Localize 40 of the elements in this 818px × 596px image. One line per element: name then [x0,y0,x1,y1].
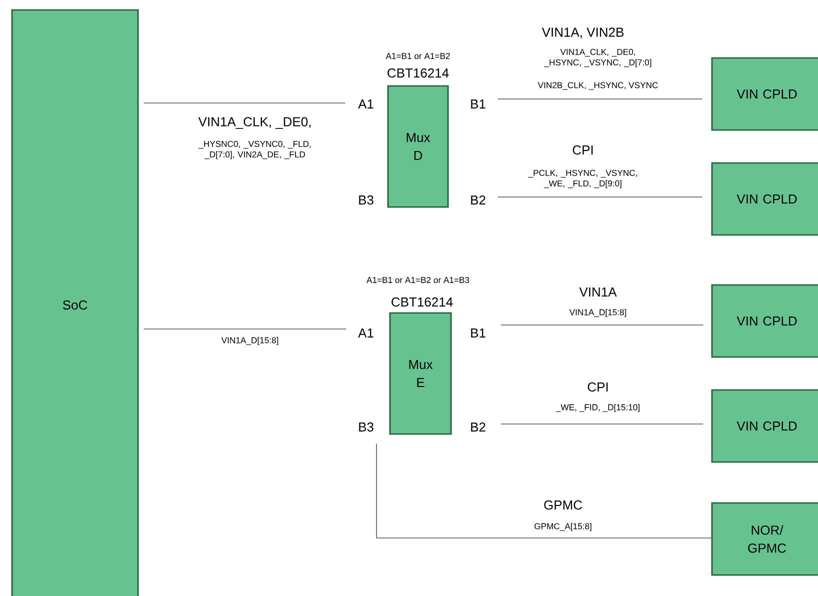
part-number: CBT16214 [392,297,453,307]
signal-list: GPMC_A[15:8] [534,523,592,531]
edge-label: VIN1A_CLK, _DE0, [198,117,311,129]
device-box: VIN CPLD [711,284,818,358]
signal-list: _PCLK, _HSYNC, _VSYNC, _WE, _FLD, _D[9:0] [528,170,637,188]
connection-line [497,98,703,100]
pin-label: B2 [471,422,486,432]
device-box: VIN CPLD [711,162,818,236]
mux-box: Mux E [389,312,452,435]
edge-label: VIN1A, VIN2B [542,28,624,38]
device-box: NOR/ GPMC [711,502,818,576]
edge-label: VIN1A [579,288,617,296]
pin-label: B2 [471,195,486,205]
connection-line [143,328,347,330]
pin-label: A1 [358,100,374,108]
pin-label: A1 [358,328,374,338]
signal-list: VIN2B_CLK, _HSYNC, VSYNC [538,82,658,90]
device-box: VIN CPLD [711,389,818,463]
signal-list: VIN1A_D[15:8] [569,309,626,317]
mux-box: Mux D [387,85,449,208]
edge-label: CPI [572,145,593,155]
switch-condition: A1=B1 or A1=B2 [386,52,450,60]
pin-label: B1 [471,328,486,338]
soc-box: SoC [11,9,139,596]
pin-label: B3 [359,195,374,205]
signal-list: _WE, _FID, _D[15:10] [556,404,640,412]
switch-condition: A1=B1 or A1=B2 or A1=B3 [366,276,470,284]
signal-list: VIN1A_CLK, _DE0, _HSYNC, _VSYNC, _D[7:0] [544,48,652,68]
pin-label: B1 [471,100,486,108]
pin-label: B3 [359,422,374,432]
connection-line [500,324,704,326]
connection-line [376,443,712,538]
connection-line [143,102,346,104]
signal-list: _HYSNC0, _VSYNC0, _FLD, _D[7:0], VIN2A_DE, _FLD [198,140,311,160]
edge-label: GPMC [544,500,582,510]
part-number: CBT16214 [388,68,449,78]
edge-label: CPI [588,382,608,392]
connection-line [497,196,703,198]
device-box: VIN CPLD [711,57,818,131]
edge-label: VIN1A_D[15:8] [221,337,278,345]
